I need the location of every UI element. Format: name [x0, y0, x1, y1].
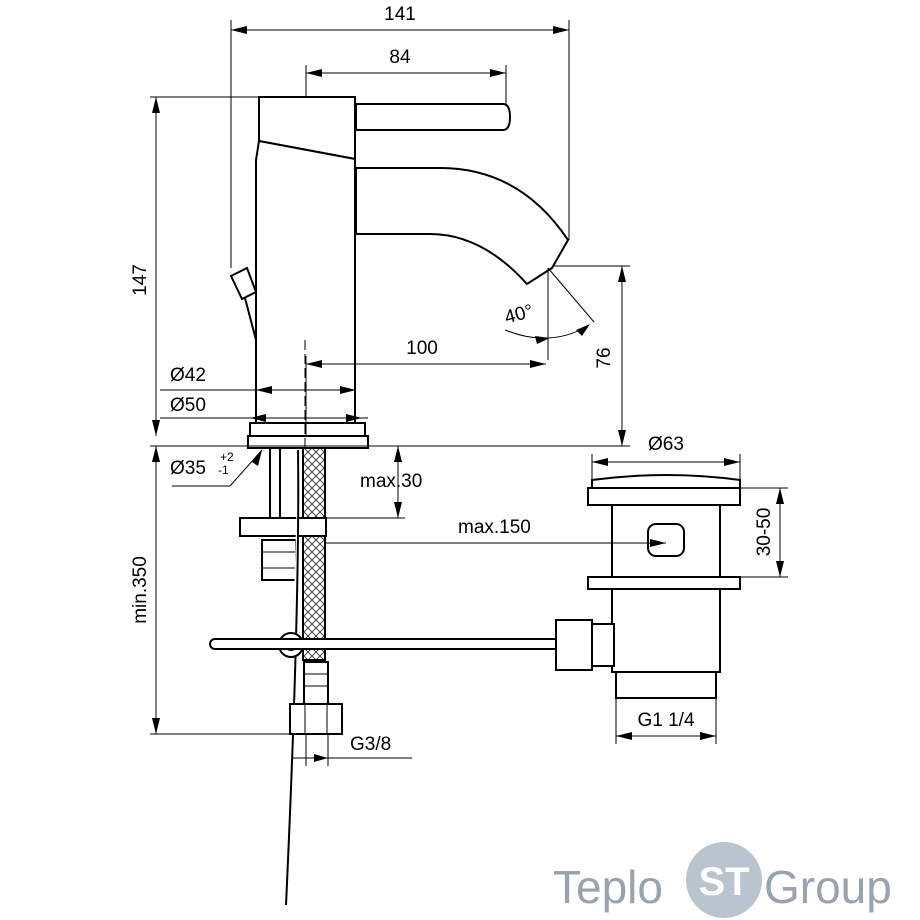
overflow-slot — [647, 523, 685, 557]
dim-84: 84 — [389, 47, 411, 68]
waste-lower-flange — [587, 576, 741, 590]
waste-tailpiece — [611, 588, 721, 673]
spout — [355, 167, 570, 286]
watermark-logo: Teplo ST Group — [553, 842, 892, 918]
waste-flange — [587, 487, 741, 506]
dim-g1-1-4: G1 1/4 — [637, 710, 694, 731]
hose-nut — [289, 703, 343, 735]
fixing-nut — [261, 539, 297, 581]
popup-connector — [555, 619, 593, 671]
waste-thread — [615, 671, 717, 699]
fixing-plate — [239, 517, 327, 537]
hose-connector — [303, 661, 329, 705]
dim-100: 100 — [406, 338, 438, 359]
dim-g3-8: G3/8 — [350, 734, 391, 755]
watermark-prefix: Teplo — [553, 861, 663, 913]
watermark-suffix: Group — [764, 861, 892, 913]
watermark-badge-circle — [686, 842, 762, 918]
faucet — [229, 96, 570, 449]
popup-knob — [229, 266, 258, 301]
threaded-rod — [269, 447, 281, 519]
dim-141: 141 — [384, 4, 416, 25]
dim-40-deg: 40° — [502, 301, 535, 329]
braided-hose — [302, 447, 326, 661]
dim-dia-63: Ø63 — [648, 434, 684, 455]
dim-tolerance-plus: +2 — [220, 450, 234, 464]
dim-tolerance-minus: -1 — [218, 463, 229, 477]
pull-rod — [209, 638, 561, 650]
dim-147: 147 — [130, 264, 151, 296]
dim-76: 76 — [594, 347, 615, 368]
waste-valve — [209, 474, 741, 699]
dimension-labels: 141 84 147 40° 100 76 Ø42 Ø50 Ø35 +2 -1 … — [130, 4, 775, 755]
dim-dia-35: Ø35 — [170, 458, 206, 479]
dim-30-50: 30-50 — [754, 508, 775, 557]
dim-dia-50: Ø50 — [170, 395, 206, 416]
dim-dia-42: Ø42 — [170, 365, 206, 386]
under-deck-fittings — [239, 447, 343, 906]
lever-handle — [355, 103, 512, 131]
base-plate — [249, 422, 366, 437]
dimension-lines — [150, 20, 788, 766]
dim-max-150: max.150 — [458, 517, 531, 538]
dim-min-350: min.350 — [130, 556, 151, 624]
waste-cap — [591, 474, 741, 489]
watermark-badge-text: ST — [698, 860, 749, 904]
dim-max-30: max.30 — [360, 471, 422, 492]
